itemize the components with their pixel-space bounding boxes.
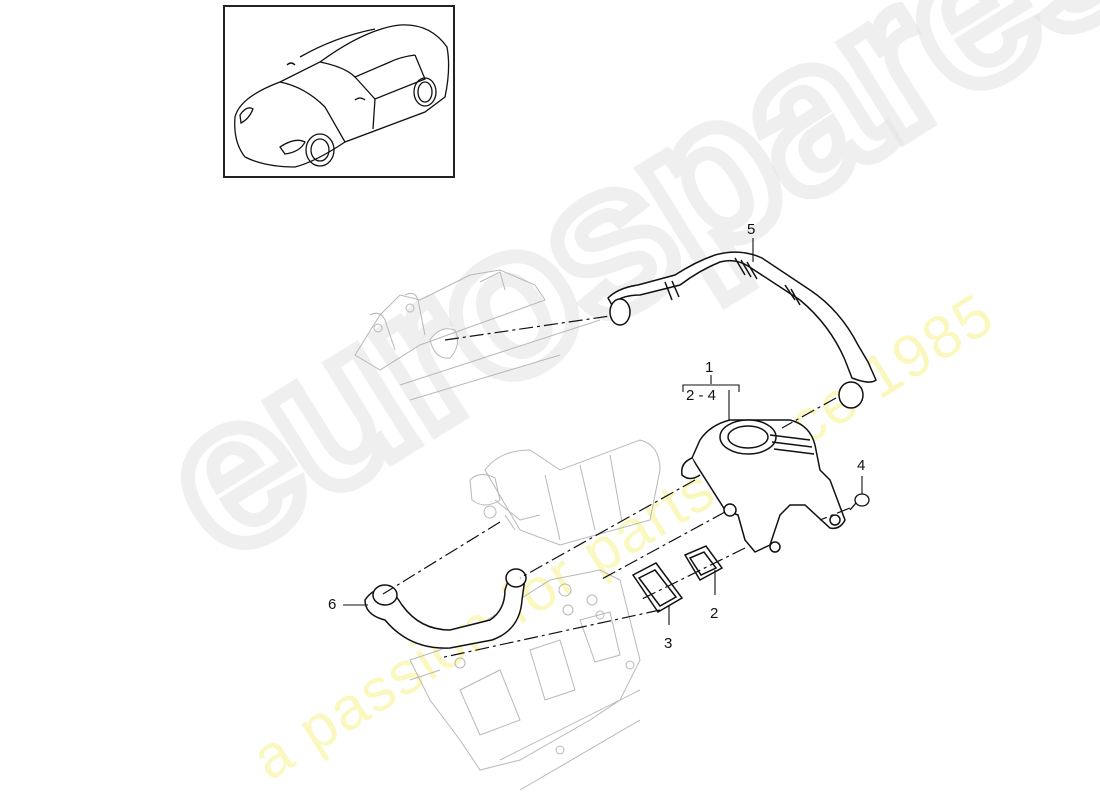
car-icon [234, 24, 450, 168]
gasket-3 [631, 562, 684, 614]
hose-5-elbow-fitting [838, 381, 864, 409]
screw-4 [849, 493, 870, 511]
callout-1: 1 [705, 359, 714, 376]
hose-6-end-fitting [372, 584, 398, 606]
oil-separator [680, 419, 846, 553]
callout-2-4: 2 - 4 [686, 387, 717, 404]
gaskets [631, 545, 724, 614]
gasket-2 [683, 545, 724, 582]
alignment-lines [382, 315, 851, 659]
hose-5 [607, 251, 877, 409]
callout-4: 4 [857, 457, 866, 474]
callout-6: 6 [328, 596, 337, 613]
vehicle-thumbnail [223, 5, 455, 178]
hose-6 [364, 568, 527, 649]
hose-5-end-fitting [609, 298, 631, 326]
callout-3: 3 [664, 635, 673, 652]
callout-2: 2 [710, 605, 719, 622]
callout-leaders [343, 238, 863, 625]
callout-5: 5 [747, 221, 756, 238]
engine-background-outline [354, 269, 661, 791]
